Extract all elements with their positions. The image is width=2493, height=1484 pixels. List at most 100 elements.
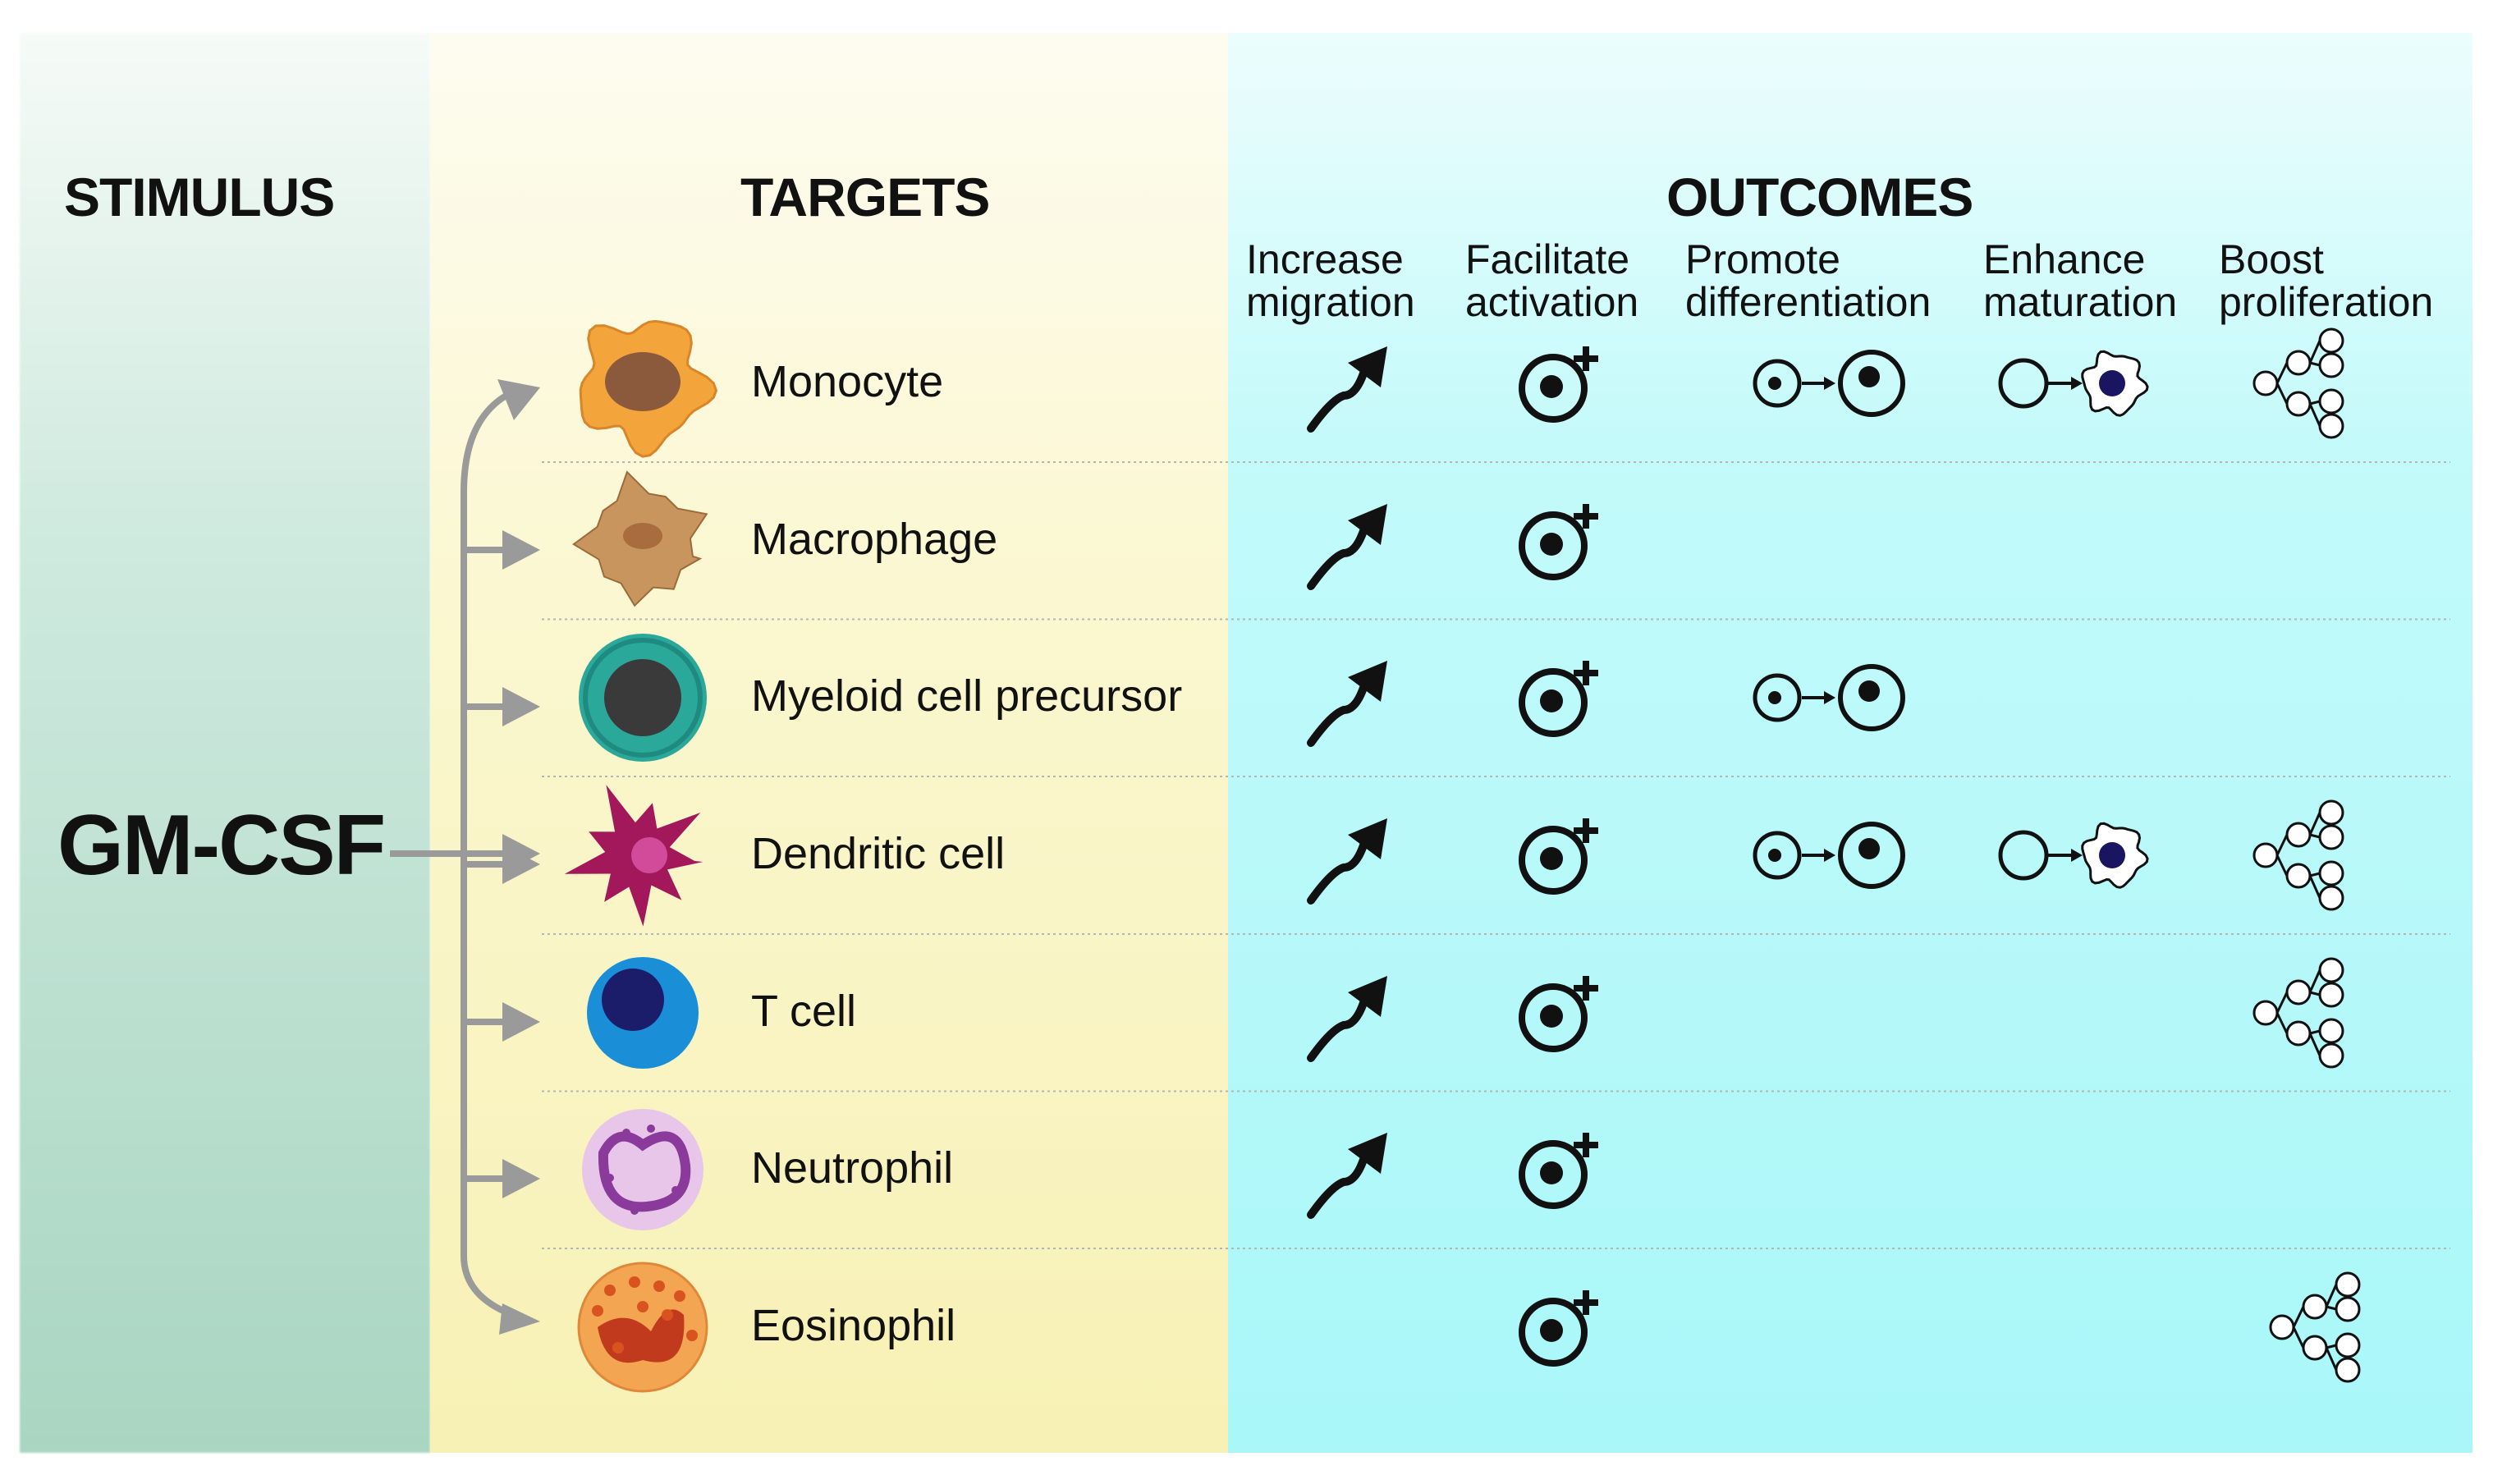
large-cell-nucleus: [1858, 838, 1880, 859]
prolif-cell: [2285, 822, 2312, 848]
t-cell-icon: [587, 957, 699, 1069]
prolif-link: [2292, 1326, 2305, 1349]
prolif-link: [2309, 400, 2321, 405]
arrowhead-monocyte: [497, 379, 540, 420]
prolif-cell: [2318, 413, 2344, 439]
migration-arrow-shaft: [1307, 367, 1368, 433]
promote-differentiation-icon: [1753, 822, 1905, 889]
column-label-proliferation: Boost proliferation: [2219, 236, 2434, 325]
prolif-link: [2308, 340, 2321, 364]
branch-arrowhead: [502, 687, 540, 726]
outcomes-heading: OUTCOMES: [1666, 167, 1973, 227]
migration-arrowhead: [1348, 346, 1387, 387]
activation-cell-ring: [1519, 983, 1588, 1052]
neutrophil-granule: [622, 1129, 630, 1137]
migration-arrow-shaft: [1307, 681, 1368, 747]
increase-migration-icon: [1307, 661, 1387, 747]
eosinophil-granule: [662, 1309, 673, 1321]
target-label-macrophage: Macrophage: [751, 515, 998, 564]
prolif-link: [2309, 361, 2321, 367]
boost-proliferation-icon: [2252, 957, 2344, 1069]
prolif-link: [2326, 1344, 2337, 1349]
prolif-link: [2325, 1347, 2338, 1371]
activation-cell-ring: [1519, 1298, 1588, 1367]
large-cell-nucleus: [1858, 366, 1880, 387]
prolif-cell: [2335, 1296, 2361, 1322]
column-label-activation: Facilitate activation: [1465, 236, 1639, 325]
eosinophil-granule: [674, 1290, 685, 1302]
prolif-cell: [2252, 370, 2279, 396]
branch-arrowhead: [502, 530, 540, 570]
large-cell-nucleus: [1858, 680, 1880, 702]
targets-panel: [430, 33, 1228, 1453]
eosinophil-granule: [653, 1280, 665, 1292]
boost-proliferation-icon: [2252, 327, 2344, 439]
prolif-link: [2326, 1305, 2337, 1311]
prolif-link: [2309, 872, 2321, 877]
prolif-link: [2275, 362, 2289, 384]
migration-arrow-shaft: [1307, 996, 1368, 1062]
activation-nucleus: [1540, 1161, 1563, 1184]
prolif-cell: [2318, 957, 2344, 983]
small-cell-nucleus: [1768, 691, 1781, 704]
prolif-cell: [2302, 1294, 2328, 1320]
prolif-link: [2309, 833, 2321, 839]
eosinophil-granule: [592, 1305, 603, 1317]
neutrophil-granule: [647, 1124, 655, 1133]
diff-arrowhead: [1824, 691, 1835, 704]
migration-arrowhead: [1348, 504, 1387, 545]
column-label-maturation: Enhance maturation: [1983, 236, 2178, 325]
targets-heading: TARGETS: [740, 167, 990, 227]
activation-cell-ring: [1519, 826, 1588, 895]
migration-arrowhead: [1348, 976, 1387, 1017]
boost-proliferation-icon: [2252, 799, 2344, 911]
prolif-cell: [2252, 1000, 2279, 1026]
prolif-cell: [2318, 1018, 2344, 1044]
stimulus-heading: STIMULUS: [64, 167, 335, 227]
branch-arrowhead: [502, 845, 540, 884]
migration-arrow-shaft: [1307, 839, 1368, 905]
activation-nucleus: [1540, 689, 1563, 712]
increase-migration-icon: [1307, 504, 1387, 590]
prolif-cell: [2285, 979, 2312, 1005]
eosinophil-granule: [612, 1342, 624, 1353]
mat-arrowhead: [2071, 377, 2083, 390]
prolif-link: [2308, 812, 2321, 836]
branch-arrowhead: [502, 1159, 540, 1198]
precursor-rim: [583, 638, 703, 758]
migration-arrow-shaft: [1307, 1153, 1368, 1219]
promote-differentiation-icon: [1753, 350, 1905, 417]
prolif-cell: [2285, 350, 2312, 376]
prolif-cell: [2318, 388, 2344, 415]
prolif-link: [2308, 1033, 2321, 1056]
monocyte-nucleus: [605, 352, 681, 411]
t-cell-nucleus: [602, 969, 664, 1031]
immature-cell: [1998, 830, 2049, 881]
prolif-cell: [2335, 1271, 2361, 1298]
neutrophil-icon: [582, 1109, 703, 1230]
column-label-differentiation: Promote differentiation: [1685, 236, 1932, 325]
small-cell-nucleus: [1768, 849, 1781, 862]
prolif-cell: [2318, 352, 2344, 378]
prolif-cell: [2318, 799, 2344, 826]
migration-arrow-shaft: [1307, 524, 1368, 590]
prolif-cell: [2335, 1357, 2361, 1383]
neutrophil-granule: [671, 1186, 680, 1194]
myeloid-precursor-icon: [579, 634, 707, 762]
gm-csf-label: GM-CSF: [57, 798, 386, 893]
prolif-link: [2275, 1012, 2289, 1034]
large-cell: [1838, 350, 1905, 417]
large-cell: [1838, 822, 1905, 889]
prolif-cell: [2318, 860, 2344, 886]
mature-nucleus: [2099, 370, 2125, 396]
facilitate-activation-icon: [1519, 346, 1598, 423]
branch-arrowhead: [502, 1002, 540, 1042]
prolif-link: [2308, 403, 2321, 427]
mature-nucleus: [2099, 842, 2125, 868]
prolif-link: [2308, 969, 2321, 993]
prolif-cell: [2318, 1042, 2344, 1069]
facilitate-activation-icon: [1519, 504, 1598, 580]
prolif-link: [2308, 875, 2321, 899]
neutrophil-nucleus: [598, 1131, 691, 1212]
